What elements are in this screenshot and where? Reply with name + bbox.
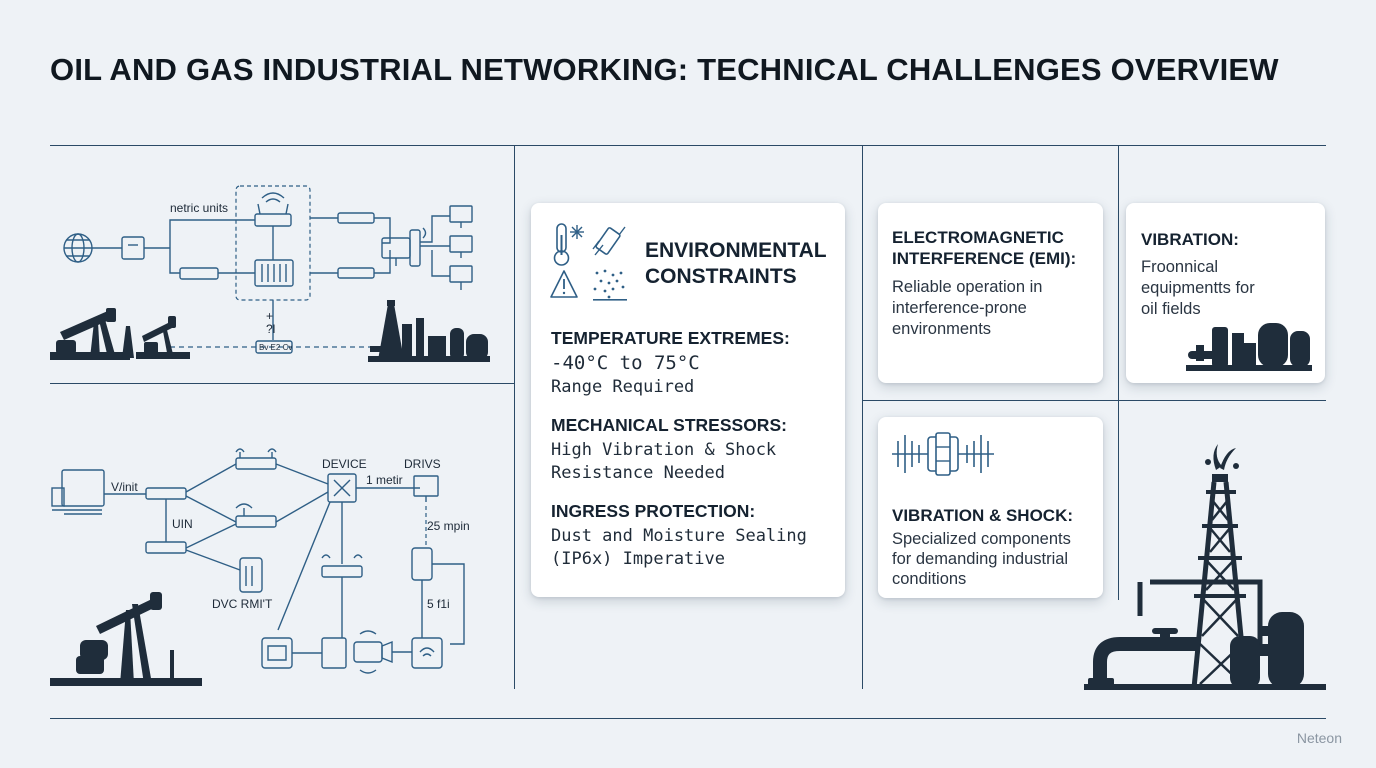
label-uin: UIN [172, 517, 193, 531]
monitor-icon [449, 265, 473, 290]
divider-col-2 [862, 145, 863, 689]
shock-absorber-icon [892, 432, 994, 476]
warning-icon [550, 270, 578, 298]
divider-bottom [50, 718, 1326, 719]
ingress-line1: Dust and Moisture Sealing [551, 526, 807, 546]
access-point-wifi-icon [235, 503, 277, 528]
vibration-shock-heading: VIBRATION & SHOCK: [892, 506, 1074, 525]
snowflake-sun-icon [570, 225, 584, 239]
switch-icon [179, 267, 219, 280]
label-unit: V/init [111, 480, 138, 494]
vibration-shock-text-line2: for demanding industrial [892, 550, 1069, 568]
label-metir: 1 metir [366, 473, 403, 487]
divider-col-1 [514, 145, 515, 689]
thermometer-icon [553, 223, 570, 266]
environment-icons [550, 223, 627, 301]
label-5-fli: 5 f1i [427, 597, 450, 611]
truck-unit-icon [51, 469, 105, 515]
field-device-icon [239, 557, 263, 593]
storage-tank-icon [1230, 612, 1304, 688]
divider-top [50, 145, 1326, 146]
access-point-wifi-icon [235, 448, 277, 470]
top-network-diagram [50, 185, 490, 362]
oil-gush-icon [1205, 444, 1239, 470]
environmental-constraints-card: ENVIRONMENTAL CONSTRAINTS TEMPERATURE EX… [531, 203, 845, 597]
label-dvc-rmit: DVC RMI'T [212, 597, 273, 611]
label-metric-units: netric units [170, 201, 229, 215]
monitor-icon [449, 205, 473, 228]
switch-icon [337, 212, 375, 224]
vibration-shock-card: VIBRATION & SHOCK: Specialized component… [878, 417, 1103, 598]
temperature-range: -40°C to 75°C [551, 352, 700, 374]
switch-icon [145, 541, 187, 554]
vibration-shock-text-line1: Specialized components [892, 530, 1071, 548]
monitor-icon [449, 235, 473, 258]
monitor-icon [413, 475, 439, 502]
derrick-icon [122, 326, 134, 358]
divider-right-middle [862, 400, 1326, 401]
switch-icon [145, 487, 187, 500]
pump-jack-icon [50, 592, 202, 686]
vibration-text-line2: equipmentts for [1141, 279, 1255, 297]
din-rail-module-icon [254, 259, 294, 287]
emi-heading-line1: ELECTROMAGNETIC [892, 228, 1064, 247]
vibration-text-line3: oil fields [1141, 300, 1201, 318]
environmental-title-line1: ENVIRONMENTAL [645, 239, 827, 262]
oil-derrick-plant-illustration [1084, 444, 1326, 690]
controller-icon [261, 637, 293, 669]
vibration-shock-text-line3: conditions [892, 570, 967, 588]
mobile-device-icon [411, 547, 433, 581]
label-question: ?l [266, 322, 276, 336]
switch-icon [337, 267, 375, 279]
label-device: DEVICE [322, 457, 367, 471]
emi-heading-line2: INTERFERENCE (EMI): [892, 249, 1077, 268]
brand-logo-text: Neteon [1296, 730, 1342, 746]
gateway-device-icon [121, 236, 145, 260]
bottom-network-diagram [50, 448, 465, 686]
vibration-heading: VIBRATION: [1141, 230, 1239, 249]
router-wifi-icon [254, 192, 292, 227]
vibration-card: VIBRATION: Froonnical equipmentts for oi… [1126, 203, 1325, 383]
processing-plant-icon [1186, 323, 1312, 371]
camera-wireless-icon [353, 630, 393, 674]
refinery-icon [368, 300, 490, 362]
page-title: OIL AND GAS INDUSTRIAL NETWORKING: TECHN… [50, 52, 1279, 87]
junction-box-icon [255, 340, 293, 354]
wifi-node-icon [411, 637, 443, 669]
globe-icon [63, 233, 93, 263]
pump-jack-icon [50, 308, 130, 360]
plc-icon [321, 637, 347, 669]
vibration-plate-icon [592, 226, 626, 256]
emi-card: ELECTROMAGNETIC INTERFERENCE (EMI): Reli… [878, 203, 1103, 383]
label-drivs: DRIVS [404, 457, 441, 471]
divider-left-middle [50, 383, 514, 384]
vibration-text-line1: Froonnical [1141, 258, 1219, 276]
temperature-note: Range Required [551, 377, 695, 397]
emi-text-line3: environments [892, 320, 992, 338]
ingress-heading: INGRESS PROTECTION: [551, 501, 756, 521]
emi-text-line2: interference-prone [892, 299, 1027, 317]
mechanical-line1: High Vibration & Shock [551, 440, 777, 460]
emi-text-line1: Reliable operation in [892, 278, 1043, 296]
mechanical-heading: MECHANICAL STRESSORS: [551, 415, 787, 435]
ingress-line2: (IP6x) Imperative [551, 549, 725, 569]
label-junction-box: Bv E2 Cv [259, 343, 293, 352]
hmi-panel-icon [381, 237, 411, 259]
dust-particles-icon [593, 269, 627, 301]
temperature-heading: TEMPERATURE EXTREMES: [551, 328, 790, 348]
environmental-title-line2: CONSTRAINTS [645, 265, 797, 288]
mechanical-line2: Resistance Needed [551, 463, 725, 483]
label-25-mpin: 25 mpin [427, 519, 470, 533]
divider-col-3 [1118, 145, 1119, 600]
label-plus: + [266, 309, 274, 323]
pump-jack-icon [136, 316, 190, 359]
